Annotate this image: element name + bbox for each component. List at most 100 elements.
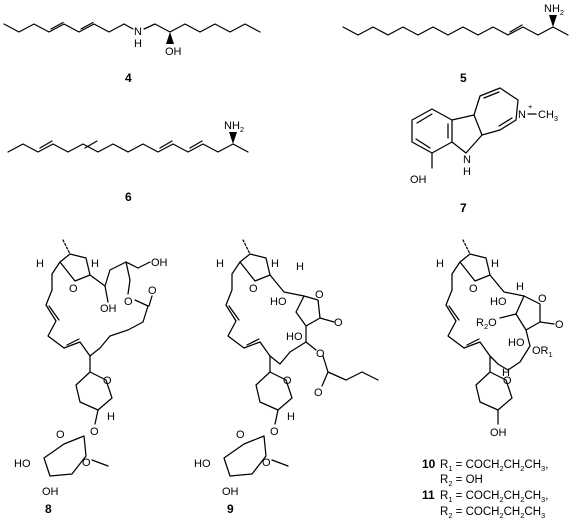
- compound-9-o-glyco: O: [270, 426, 279, 438]
- compound-7-plus: +: [528, 102, 533, 111]
- compound-8-o-sugar: O: [56, 429, 65, 441]
- compound-10-ho1: HO: [490, 296, 507, 308]
- compound-8-h3: H: [107, 411, 115, 423]
- compound-8-ho1: HO: [14, 458, 31, 470]
- legend-11-line-1: R1 = COCH2CH2CH3,: [440, 490, 548, 504]
- compound-10-ho2: HO: [508, 337, 525, 349]
- compound-8-o-ring1: O: [69, 283, 78, 295]
- compound-4-double-bond-1: [50, 21, 64, 30]
- compound-9-thf-ring: [239, 253, 271, 282]
- compound-8-oh3: OH: [42, 486, 59, 498]
- compound-7-nh-h: H: [463, 166, 471, 178]
- compound-4-double-bond-2: [80, 21, 94, 30]
- compound-6-wedge-bond: [229, 132, 237, 144]
- compound-7-pyridinium-ring: [473, 87, 519, 136]
- legend-10-line-2: R2 = OH: [440, 474, 483, 488]
- compound-6: NH2 6: [7, 120, 249, 204]
- compound-9-o-carbonyl: O: [334, 317, 343, 329]
- substituent-legend: 10 R1 = COCH2CH2CH3, R2 = OH 11 R1 = COC…: [422, 457, 548, 520]
- compound-9-h1: H: [216, 258, 224, 270]
- compound-11-number: 11: [422, 488, 435, 502]
- compound-6-double-bond-1: [39, 140, 53, 149]
- compound-9-lactone-ring: [295, 295, 321, 327]
- compound-10-r2o: R2O: [476, 317, 497, 331]
- compound-9-o-lactone: O: [315, 289, 324, 301]
- compound-5-wedge-bond: [549, 15, 557, 27]
- compound-5-double-bond: [509, 24, 523, 33]
- compound-6-double-bond-3: [159, 140, 173, 149]
- compound-9-h2: H: [271, 258, 279, 270]
- compound-5-nh2-label: NH2: [544, 3, 564, 17]
- compound-10-number: 10: [422, 457, 436, 471]
- legend-11-line-2: R2 = COCH2CH2CH3: [440, 506, 545, 520]
- compound-10-h1: H: [436, 258, 444, 270]
- compound-10-oh: OH: [490, 427, 507, 439]
- compound-4-nh-h: H: [134, 38, 142, 50]
- compound-9-sugar-ring: [223, 435, 267, 477]
- compound-8-o-ester: O: [124, 296, 133, 308]
- compound-5: NH2 5: [342, 3, 569, 85]
- compound-9-oh3: OH: [222, 486, 239, 498]
- compound-7-oh-label: OH: [410, 174, 427, 186]
- compound-10-or1: OR1: [532, 345, 553, 359]
- compound-8-thf-ring: [59, 253, 91, 282]
- compound-6-nh2-label: NH2: [224, 120, 244, 134]
- compound-8: O H H OH OH O O O H O O HO OH O 8: [14, 239, 168, 516]
- compound-7-number: 7: [460, 201, 467, 215]
- compound-8-ome: O: [82, 457, 91, 469]
- compound-7-nh-n: N: [463, 154, 471, 166]
- compound-7-pyrrole-ring: [451, 114, 483, 154]
- compound-10: O H H HO H O O R2O HO OR1 O H OH: [436, 239, 564, 439]
- compound-9-o-sugar: O: [236, 429, 245, 441]
- compound-8-h1: H: [36, 258, 44, 270]
- compound-10-h4: H: [516, 281, 524, 293]
- compound-10-h2: H: [491, 258, 499, 270]
- compound-4: N H OH 4: [3, 21, 261, 85]
- compound-5-number: 5: [460, 71, 467, 85]
- compound-7-n-label: N: [518, 109, 526, 121]
- compound-6-alkyl-chain: [7, 143, 249, 153]
- legend-10-line-1: R1 = COCH2CH2CH3,: [440, 459, 548, 473]
- compound-9-ome: O: [262, 457, 271, 469]
- compound-5-alkyl-chain: [342, 26, 569, 36]
- compound-9-o-ester-c: O: [314, 387, 323, 399]
- compound-4-alkyl-chain: [3, 23, 125, 33]
- compound-9-ho3: HO: [194, 458, 211, 470]
- compound-4-number: 4: [125, 71, 132, 85]
- compound-8-o-carbonyl: O: [148, 285, 157, 297]
- compound-6-double-bond-4: [189, 140, 203, 149]
- compound-9-ho1: HO: [270, 296, 287, 308]
- compound-8-oh1: OH: [100, 303, 117, 315]
- compound-4-nh-label: N: [134, 26, 142, 38]
- compound-9-o-ring1: O: [249, 283, 258, 295]
- compound-8-h2: H: [91, 258, 99, 270]
- compound-7: N + CH3 N H OH 7: [410, 87, 558, 215]
- compound-9-number: 9: [227, 502, 234, 516]
- compound-9-ho2: HO: [286, 331, 303, 343]
- compound-8-sugar-ring: [43, 435, 87, 477]
- compound-9-h3: H: [287, 411, 295, 423]
- compound-10-h3: H: [502, 367, 510, 379]
- compound-10-o-ring1: O: [469, 283, 478, 295]
- compound-8-o-ring2: O: [103, 375, 112, 387]
- compound-9-h4: H: [296, 261, 304, 273]
- compound-4-oh-label: OH: [165, 46, 182, 58]
- compound-10-o-ring2: O: [503, 375, 512, 387]
- compound-10-o-lactone: O: [538, 293, 547, 305]
- compound-8-o-glyco: O: [90, 426, 99, 438]
- compound-9: O H H HO O O H HO O O O H O O HO OH O 9: [194, 239, 379, 516]
- compound-10-thf-ring: [459, 253, 491, 282]
- compound-8-oh2: OH: [151, 257, 168, 269]
- compound-4-amino-alcohol-chain: [143, 23, 261, 33]
- compound-6-double-bond-2: [84, 140, 98, 149]
- compound-7-methyl: CH3: [538, 109, 558, 123]
- compound-6-number: 6: [125, 190, 132, 204]
- compound-7-benzene-ring: [411, 108, 453, 154]
- compound-4-wedge-bond: [166, 32, 174, 44]
- compound-10-lactone-ring: [515, 295, 541, 331]
- compound-9-o-ring2: O: [283, 375, 292, 387]
- compound-10-o-carbonyl: O: [555, 319, 564, 331]
- compound-8-number: 8: [45, 502, 52, 516]
- compound-9-o-ester: O: [316, 348, 325, 360]
